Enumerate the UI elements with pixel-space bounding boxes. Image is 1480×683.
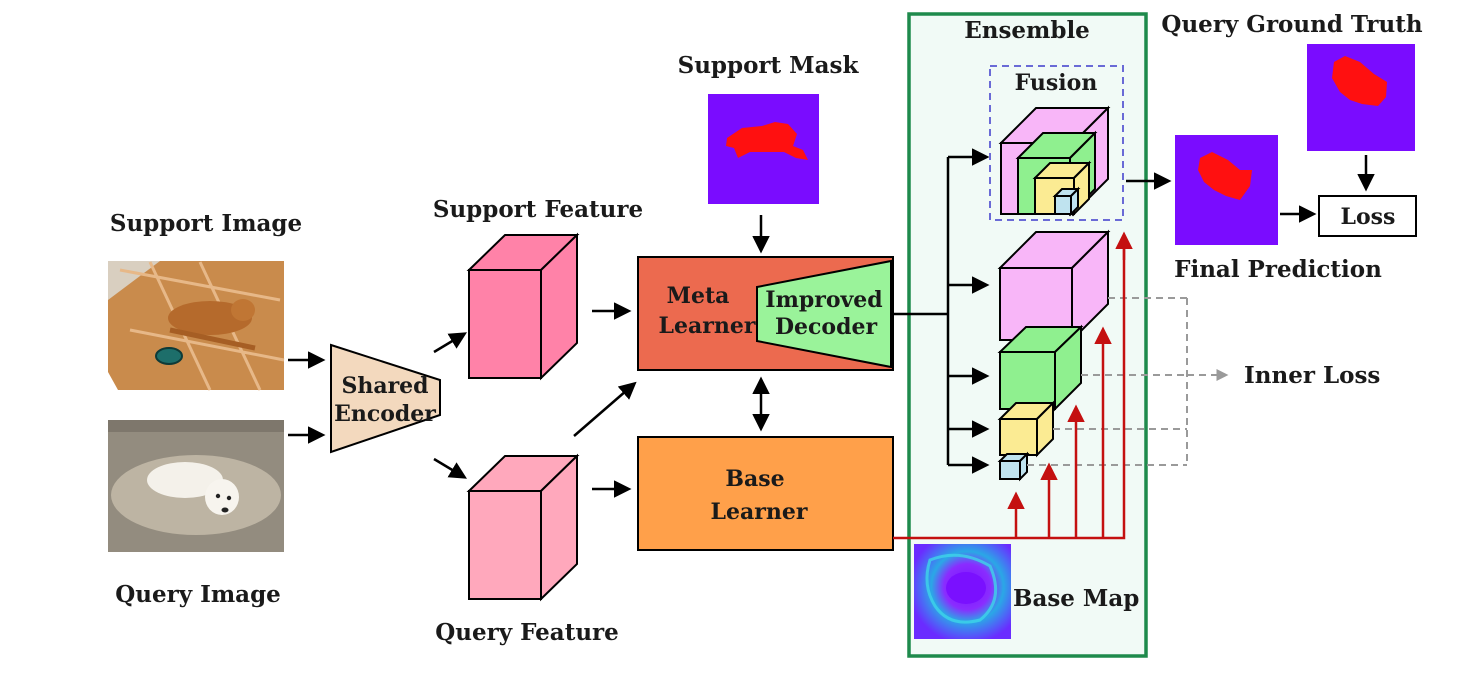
- inner-loss-label: Inner Loss: [1244, 362, 1380, 389]
- loss-label: Loss: [1341, 204, 1396, 230]
- query-ground-truth-title: Query Ground Truth: [1161, 11, 1422, 38]
- query-ground-truth-image: [1307, 44, 1415, 151]
- support-mask-image: [708, 94, 819, 204]
- base-learner-red-arrows: [893, 231, 1133, 540]
- support-image-photo: [108, 261, 285, 391]
- arrow-encoder-to-support-feature: [433, 332, 468, 354]
- improved-decoder-label-2: Decoder: [775, 314, 878, 340]
- query-feature-title: Query Feature: [435, 619, 619, 646]
- support-mask-title: Support Mask: [678, 52, 860, 79]
- stage-cube-yellow: [997, 400, 1056, 458]
- arrow-query-feature-to-meta: [573, 381, 637, 437]
- base-map-label: Base Map: [1013, 585, 1139, 612]
- stage-cube-blue: [997, 451, 1030, 482]
- final-prediction-image: [1175, 135, 1278, 245]
- arrow-encoder-to-query-feature: [433, 457, 468, 479]
- meta-learner-label-2: Learner: [659, 313, 756, 339]
- support-image-title: Support Image: [110, 210, 302, 237]
- fusion-cubes: [998, 105, 1111, 217]
- fusion-title: Fusion: [1015, 70, 1098, 96]
- improved-decoder-label-1: Improved: [765, 287, 882, 313]
- support-feature-title: Support Feature: [433, 196, 643, 223]
- loss-box: [1318, 195, 1417, 237]
- shared-encoder-label-1: Shared: [341, 373, 428, 399]
- stage-cube-green: [997, 324, 1084, 412]
- query-feature-cube: [466, 453, 580, 602]
- support-feature-cube: [466, 232, 580, 381]
- base-learner-box: [637, 436, 894, 551]
- decoder-output-branches: [893, 148, 990, 474]
- final-prediction-label: Final Prediction: [1174, 256, 1382, 283]
- ensemble-title: Ensemble: [964, 17, 1090, 44]
- meta-learner-label-1: Meta: [667, 283, 730, 309]
- query-image-title: Query Image: [115, 581, 281, 608]
- query-image-photo: [108, 420, 284, 552]
- shared-encoder: [330, 343, 441, 454]
- fusion-box: [989, 65, 1124, 221]
- base-learner-label-1: Base: [725, 466, 784, 492]
- base-map-image: [914, 544, 1011, 639]
- improved-decoder: [756, 259, 892, 369]
- shared-encoder-label-2: Encoder: [334, 401, 436, 427]
- base-learner-label-2: Learner: [711, 499, 808, 525]
